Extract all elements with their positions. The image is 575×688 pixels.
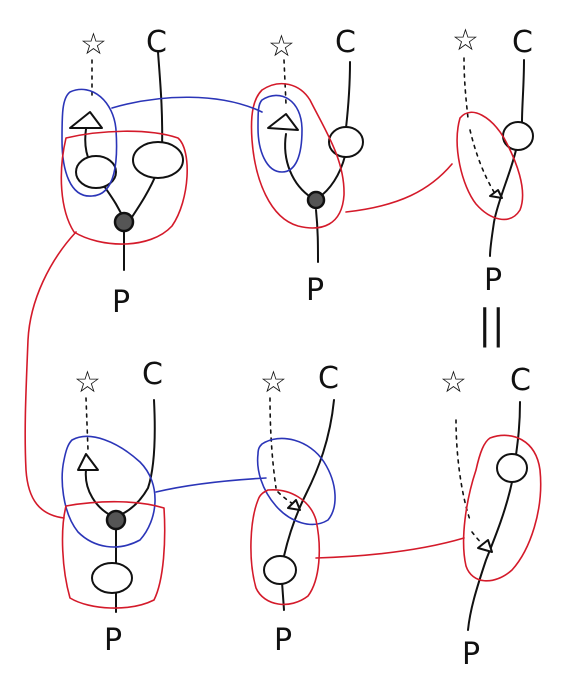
node-oval: [132, 141, 184, 179]
panel-bottom-left: ☆ C P: [61, 357, 166, 658]
red-connector-long: [24, 231, 77, 519]
c-label: C: [142, 357, 163, 392]
node-oval: [263, 555, 297, 585]
blue-outline: [256, 437, 336, 526]
c-label: C: [335, 25, 356, 60]
bead-node: [105, 509, 127, 531]
strand-c-to-p: [489, 149, 517, 257]
node-oval: [91, 562, 133, 594]
c-label: C: [318, 361, 339, 396]
red-connector: [315, 537, 465, 559]
strand-star-to-bead: [84, 469, 113, 517]
red-outline: [462, 434, 542, 582]
node-oval: [75, 155, 117, 189]
red-connector: [345, 163, 453, 213]
bead-node: [113, 211, 135, 233]
red-outline: [60, 130, 188, 245]
strand-c: [157, 51, 164, 151]
blue-outline: [61, 88, 118, 197]
star-label: ☆: [80, 27, 107, 62]
bead-node: [306, 190, 326, 210]
equals-sign: ||: [478, 302, 505, 348]
star-label: ☆: [260, 365, 287, 400]
strand-c-to-oval: [283, 399, 335, 557]
strand-c: [515, 401, 521, 456]
star-label: ☆: [74, 365, 101, 400]
dashed-strand: [283, 59, 287, 105]
panel-top-middle: ☆ C P: [250, 25, 364, 308]
triangle-node: [77, 453, 99, 471]
dashed-strand: [277, 491, 297, 507]
c-label: C: [512, 25, 533, 60]
node-oval: [496, 453, 528, 483]
triangle-node: [287, 499, 301, 511]
triangle-node: [267, 113, 299, 131]
strand-c: [345, 61, 351, 129]
triangle-node: [69, 111, 103, 129]
node-oval: [328, 126, 364, 158]
p-label: P: [274, 623, 292, 658]
dashed-strand: [469, 129, 495, 193]
blue-outline: [257, 94, 303, 173]
blue-outline: [61, 435, 156, 548]
c-label: C: [146, 25, 167, 60]
blue-connector: [111, 96, 263, 113]
triangle-node: [477, 539, 493, 553]
star-label: ☆: [452, 23, 479, 58]
triangle-node: [489, 189, 503, 199]
panel-top-right: ☆ C P: [452, 23, 534, 298]
strand-c-to-bead: [121, 399, 156, 515]
strand-p: [315, 209, 319, 263]
strand-c: [521, 59, 525, 123]
blue-connector: [155, 477, 267, 493]
p-label: P: [104, 623, 122, 658]
red-outline: [250, 82, 345, 229]
dashed-strand: [269, 397, 277, 489]
p-label: P: [112, 285, 130, 320]
strand-star-to-bead: [284, 133, 313, 199]
p-label: P: [306, 273, 324, 308]
c-label: C: [510, 363, 531, 398]
dashed-strand: [85, 397, 89, 451]
p-label: P: [484, 263, 502, 298]
red-outline: [61, 500, 166, 609]
star-label: ☆: [440, 365, 467, 400]
strand-p: [281, 581, 285, 611]
red-outline: [456, 111, 524, 221]
p-label: P: [462, 637, 480, 672]
panel-bottom-middle: ☆ C P: [250, 361, 339, 658]
strand-c-to-p: [467, 481, 513, 631]
star-label: ☆: [268, 29, 295, 64]
dashed-strand: [463, 57, 469, 119]
panel-bottom-right: ☆ C P: [440, 363, 542, 672]
strand-c-to-bead: [317, 155, 346, 199]
red-outline: [250, 489, 321, 606]
panel-top-left: ☆ C P: [60, 25, 188, 320]
